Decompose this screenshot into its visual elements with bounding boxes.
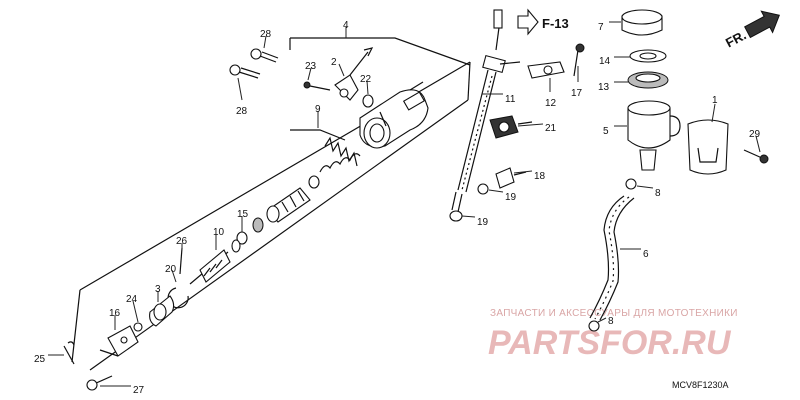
- hose-11: [449, 9, 521, 222]
- callout-leader-18: [513, 170, 533, 174]
- callout-leader-8a: [636, 185, 654, 189]
- bolt-17: [573, 43, 585, 77]
- callout-leader-29: [755, 135, 761, 153]
- bolt-27: [86, 375, 113, 391]
- callout-6: 6: [643, 249, 649, 260]
- watermark: ЗАПЧАСТИ И АКСЕССУАРЫ ДЛЯ МОТОТЕХНИКИ PA…: [488, 308, 738, 362]
- callout-16: 16: [109, 308, 121, 319]
- callout-23: 23: [305, 61, 317, 72]
- callout-20: 20: [165, 264, 177, 275]
- washer-19: [477, 183, 489, 195]
- piston-assembly: [236, 187, 311, 245]
- callout-19b: 19: [505, 192, 517, 203]
- callout-26: 26: [176, 236, 188, 247]
- callout-22: 22: [360, 74, 372, 85]
- joint-18: [495, 167, 527, 189]
- reference-arrow: F-13: [517, 8, 569, 36]
- callout-24: 24: [126, 294, 138, 305]
- reference-label: F-13: [542, 16, 569, 31]
- assembly-frame-4: [71, 37, 471, 371]
- diagram-code: MCV8F1230A: [672, 380, 729, 390]
- callout-5: 5: [603, 126, 609, 137]
- callout-2: 2: [331, 57, 337, 68]
- callout-leader-19a: [461, 215, 476, 218]
- callout-17: 17: [571, 88, 583, 99]
- callout-leader-22: [366, 80, 369, 95]
- callout-21: 21: [545, 123, 557, 134]
- bolt-28-upper: [250, 48, 279, 63]
- callout-10: 10: [213, 227, 225, 238]
- direction-label: FR.: [723, 27, 749, 50]
- callout-27: 27: [133, 385, 145, 396]
- callout-leader-28b: [237, 77, 243, 101]
- callout-19a: 19: [477, 217, 489, 228]
- push-rod-10: [189, 239, 241, 285]
- callout-7: 7: [598, 22, 604, 33]
- callout-3: 3: [155, 284, 161, 295]
- clevis-16: [99, 325, 139, 357]
- washer-22: [362, 94, 374, 108]
- callout-leader-28a: [263, 35, 267, 49]
- callout-15: 15: [237, 209, 249, 220]
- diaphragm-13: [627, 71, 669, 89]
- reservoir-5: [627, 100, 681, 171]
- callout-leader-2: [338, 63, 345, 77]
- hose-6: [589, 195, 635, 321]
- callout-leader-1: [711, 103, 716, 123]
- bolt-28-lower: [229, 64, 261, 79]
- direction-arrow: FR.: [723, 10, 780, 50]
- callout-8b: 8: [608, 316, 614, 327]
- callout-leader-24: [132, 300, 139, 323]
- callout-28a: 28: [260, 29, 272, 40]
- callout-8a: 8: [655, 188, 661, 199]
- pin-25: [63, 341, 75, 365]
- clip-8-upper: [625, 178, 637, 190]
- callout-leader-8b: [597, 317, 607, 323]
- boot-3: [149, 295, 175, 327]
- watermark-brand: PARTSFOR.RU: [488, 324, 732, 362]
- callout-leader-19b: [488, 189, 504, 193]
- callout-leader-20: [171, 269, 177, 283]
- callout-28b: 28: [236, 106, 248, 117]
- callout-12: 12: [545, 98, 557, 109]
- cover-1: [687, 119, 729, 175]
- master-cylinder-body: [359, 81, 429, 149]
- plate-14: [629, 49, 667, 63]
- pin-26: [179, 247, 183, 275]
- callout-29: 29: [749, 129, 761, 140]
- callout-18: 18: [534, 171, 546, 182]
- callout-1: 1: [712, 95, 718, 106]
- callout-11: 11: [505, 94, 516, 105]
- callout-13: 13: [598, 82, 610, 93]
- watermark-subtitle: ЗАПЧАСТИ И АКСЕССУАРЫ ДЛЯ МОТОТЕХНИКИ: [490, 308, 738, 319]
- spring-9: [308, 136, 361, 189]
- callout-4: 4: [343, 20, 349, 31]
- callout-leader-21: [517, 123, 544, 127]
- callout-25: 25: [34, 354, 46, 365]
- cap-7: [621, 9, 663, 36]
- callout-leader-23: [307, 67, 312, 81]
- part-2-joint: [303, 47, 374, 101]
- bracket-12: [527, 61, 565, 79]
- callout-14: 14: [599, 56, 611, 67]
- callout-9: 9: [315, 104, 321, 115]
- switch-21: [489, 115, 533, 139]
- nut-24: [133, 322, 143, 332]
- screw-29: [743, 149, 769, 164]
- clip-8-lower: [588, 320, 600, 332]
